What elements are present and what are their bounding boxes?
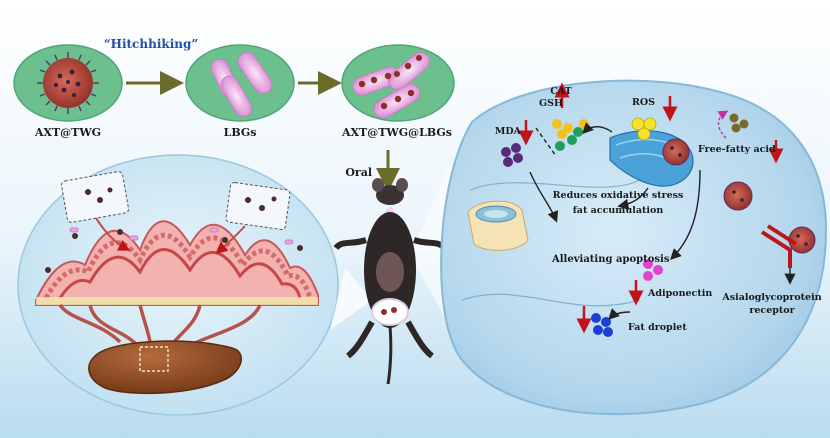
hitchhiking-label: “Hitchhiking”: [104, 37, 199, 51]
gsh-label: GSH: [539, 98, 563, 109]
axt-twg-label: AXT@TWG: [34, 126, 101, 139]
intestine-liver-circle: [17, 154, 339, 416]
mda-label: MDA: [495, 126, 522, 137]
oral-label: Oral: [345, 166, 372, 179]
fat-droplet-dots: [591, 313, 613, 337]
inset-box-left: [60, 171, 130, 223]
separator-dash: [535, 127, 557, 157]
lbg-rods: [210, 52, 273, 117]
ros-label: ROS: [632, 97, 655, 108]
inset-box-right: [225, 182, 291, 230]
level-arrows: [518, 82, 784, 334]
liver: [88, 340, 242, 395]
cat-label: CAT: [550, 86, 571, 97]
fat-droplet-label: Fat droplet: [628, 322, 687, 333]
ros-dots: [631, 117, 657, 141]
zoom-beam-left: [330, 268, 372, 330]
intestinal-villi: [35, 220, 319, 306]
asialo-label-1: Asialoglycoprotein: [721, 292, 821, 303]
loaded-rods: [352, 51, 430, 119]
adiponectin-label: Adiponectin: [647, 288, 712, 299]
lbgs-label: LBGs: [224, 126, 257, 139]
adiponectin-dots: [643, 259, 663, 281]
hepatocyte-cell: [440, 79, 828, 416]
cell-nanoparticles: [662, 138, 816, 254]
mouse: [333, 178, 447, 385]
axt-twg-lbgs-oval: [341, 44, 455, 122]
axt-twg-nanoparticle: [37, 52, 99, 114]
axt-twg-lbgs-label: AXT@TWG@LBGs: [341, 126, 452, 139]
cat-gsh-dots: [552, 119, 589, 151]
mda-dots: [501, 143, 523, 167]
asialoglycoprotein-receptor: [760, 224, 798, 268]
reduces-label-2: fat accumulation: [573, 205, 664, 216]
axt-twg-oval: [13, 44, 123, 122]
free-fatty-acid-dots: [729, 113, 749, 133]
alleviating-apoptosis-label: Alleviating apoptosis: [551, 254, 670, 265]
mouse-liver-highlight: [371, 298, 409, 326]
free-fatty-acid-label: Free-fatty acid: [698, 144, 776, 155]
asialo-label-2: receptor: [749, 305, 795, 316]
lbgs-oval: [185, 44, 295, 122]
reduces-label-1: Reduces oxidative stress: [553, 190, 684, 201]
organelle-left: [467, 200, 529, 251]
liver-zoom-box: [139, 346, 169, 372]
